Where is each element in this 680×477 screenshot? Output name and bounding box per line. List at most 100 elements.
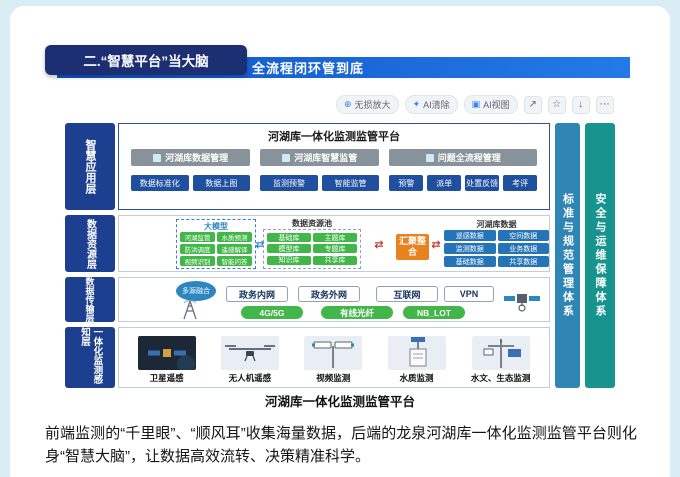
download-icon[interactable]: ↓ [571, 95, 590, 114]
layer-label-data-resource: 数据资源层 [65, 215, 115, 272]
app-function-button: 监测预警 [260, 175, 318, 191]
app-function-button: 智能监管 [321, 175, 380, 191]
app-function-button: 预警 [389, 175, 424, 191]
image-toolbar: ⊕ 无损放大 ✦ AI清除 ▣ AI视图 ↗ ☆ ↓ ⋯ [336, 95, 614, 114]
app-group-header: 问题全流程管理 [389, 149, 537, 166]
sparkle-icon: ✦ [412, 99, 421, 109]
perception-item: 水质监测 [387, 336, 446, 384]
model-item: 水质预测 [217, 232, 252, 242]
section-title-text: 二.“智慧平台”当大脑 [83, 54, 209, 69]
architecture-diagram: 智慧应用层 数据资源层 数据传输层 一体化监测感知层 标准与规范管理体系 安全与… [63, 120, 617, 388]
model-item: 河湖监管 [180, 232, 215, 242]
video-camera-image [304, 336, 363, 370]
perception-caption: 无人机遥感 [228, 373, 272, 383]
application-layer-panel: 河湖库一体化监测监管平台 河湖库数据管理 数据标准化 数据上图 河湖库智慧监管 [118, 123, 550, 210]
reservoir-data-grid: 遥感数据 空间数据 监测数据 业务数据 基础数据 共享数据 [444, 230, 549, 267]
satellite-icon [504, 294, 540, 312]
app-function-button: 处置反馈 [465, 175, 500, 191]
ai-view-button[interactable]: ▣ AI视图 [463, 95, 518, 114]
satellite-remote-sensing-image [137, 336, 196, 370]
ai-view-label: AI视图 [483, 100, 510, 110]
big-model-box: 大模型 河湖监管 水质预测 防洪调度 遥感解译 视频识别 智能问答 [176, 219, 256, 269]
antenna-tower-icon [183, 300, 197, 320]
perception-item: 无人机遥感 [220, 336, 279, 384]
model-item: 防洪调度 [180, 244, 215, 254]
aggregation-box: 汇聚整合 [396, 234, 429, 260]
pool-item: 模型库 [267, 244, 311, 254]
app-group-header: 河湖库数据管理 [131, 149, 251, 166]
transmission-layer-panel: 多源融合 政务内网 政务外网 互联网 VPN 4G/5G 有线光纤 NB_LOT [118, 277, 550, 322]
exchange-arrow-icon: ⇄ [255, 239, 265, 251]
magnifier-icon: ⊕ [344, 99, 352, 109]
frame-icon: ▣ [471, 99, 481, 109]
more-icon[interactable]: ⋯ [595, 95, 614, 114]
perception-item: 水文、生态监测 [470, 336, 531, 384]
data-resource-layer-panel: 大模型 河湖监管 水质预测 防洪调度 遥感解译 视频识别 智能问答 ⇄ 数据资源… [118, 215, 550, 272]
pool-item: 主题库 [313, 233, 357, 242]
app-function-button: 派单 [427, 175, 462, 191]
zoom-tool-button[interactable]: ⊕ 无损放大 [336, 95, 399, 114]
data-pool-box: 基础库 主题库 模型库 专题库 知识库 共享库 [263, 229, 361, 269]
pool-item: 共享库 [313, 255, 357, 265]
layer-label-perception: 一体化监测感知层 [65, 327, 115, 388]
model-item: 遥感解译 [217, 244, 252, 254]
model-item: 视频识别 [180, 256, 215, 266]
data-item: 监测数据 [444, 243, 496, 254]
body-paragraph: 前端监测的“千里眼”、“顺风耳”收集海量数据，后端的龙泉河湖库一体化监测监管平台… [45, 425, 637, 466]
section-title-badge: 二.“智慧平台”当大脑 [45, 45, 247, 75]
module-icon [282, 153, 291, 162]
perception-caption: 水质监测 [399, 373, 434, 383]
perception-caption: 视频监测 [316, 373, 351, 383]
app-group-issue-workflow: 问题全流程管理 预警 派单 处置反馈 考评 [389, 149, 538, 191]
big-model-title: 大模型 [204, 222, 228, 231]
data-pool-title: 数据资源池 [292, 219, 332, 228]
network-box: 互联网 [376, 286, 438, 302]
data-item: 共享数据 [497, 256, 549, 267]
ai-erase-button[interactable]: ✦ AI清除 [404, 95, 458, 114]
app-function-button: 数据上图 [192, 175, 251, 191]
perception-caption: 卫星遥感 [149, 373, 184, 383]
cloud-icon: 多源融合 [176, 281, 216, 301]
app-group-header: 河湖库智慧监管 [260, 149, 380, 166]
module-icon [425, 153, 434, 162]
share-icon[interactable]: ↗ [523, 95, 542, 114]
app-group-data-management: 河湖库数据管理 数据标准化 数据上图 [131, 149, 251, 191]
favorite-icon[interactable]: ☆ [547, 95, 566, 114]
pool-item: 知识库 [267, 255, 311, 265]
data-item: 空间数据 [497, 230, 549, 241]
drone-image [220, 336, 279, 370]
perception-layer-panel: 卫星遥感 无人机遥感 视频监测 [118, 327, 550, 388]
module-icon [153, 153, 162, 162]
water-quality-station-image [387, 336, 446, 370]
data-item: 业务数据 [497, 243, 549, 254]
layer-label-transmission: 数据传输层 [65, 277, 115, 322]
data-item: 遥感数据 [444, 230, 496, 241]
layer-label-application: 智慧应用层 [65, 123, 115, 210]
perception-item: 视频监测 [304, 336, 363, 384]
perception-item: 卫星遥感 [137, 336, 196, 384]
hydrology-station-image [471, 336, 530, 370]
network-box: 政务内网 [226, 286, 288, 302]
perception-caption: 水文、生态监测 [470, 373, 531, 383]
figure-caption: 河湖库一体化监测监管平台 [264, 395, 415, 409]
ai-erase-label: AI清除 [423, 100, 450, 110]
network-box: VPN [444, 286, 494, 302]
reservoir-data-title: 河湖库数据 [476, 220, 517, 229]
data-item: 基础数据 [444, 256, 496, 267]
app-group-smart-supervision: 河湖库智慧监管 监测预警 智能监管 [260, 149, 380, 191]
app-function-button: 数据标准化 [131, 175, 189, 191]
standards-system-bar: 标准与规范管理体系 [555, 123, 580, 388]
network-box: 政务外网 [298, 286, 360, 302]
link-type-badge: NB_LOT [403, 306, 465, 319]
zoom-tool-label: 无损放大 [354, 100, 391, 110]
link-type-badge: 有线光纤 [321, 306, 393, 319]
link-type-badge: 4G/5G [241, 306, 303, 319]
app-function-button: 考评 [503, 175, 538, 191]
banner-text: 全流程闭环管到底 [252, 61, 365, 76]
pool-item: 专题库 [313, 244, 357, 254]
pool-item: 基础库 [267, 233, 311, 242]
model-item: 智能问答 [217, 256, 252, 266]
security-system-bar: 安全与运维保障体系 [585, 123, 615, 388]
aggregate-arrow-icon: ⇄ [431, 239, 441, 251]
aggregate-arrow-icon: ⇄ [374, 239, 384, 251]
